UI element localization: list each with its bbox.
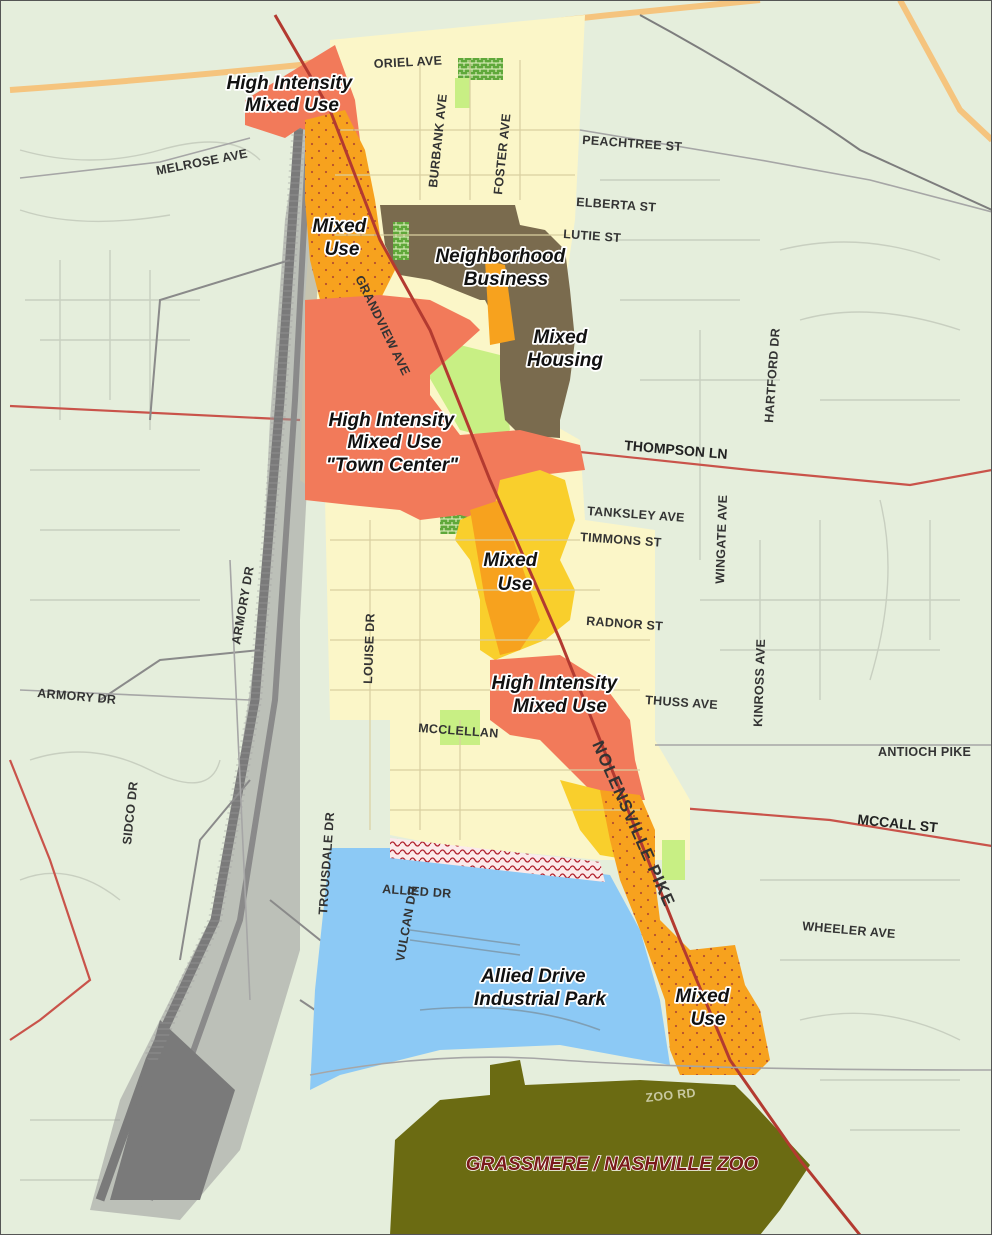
label-elberta-st: ELBERTA ST — [576, 195, 657, 215]
industrial-tracks — [409, 929, 601, 1031]
zone-label-himu-north-line2: Mixed Use — [245, 95, 339, 116]
zone-label-tc-line1: High Intensity — [329, 410, 456, 431]
zone-label-himu-south-line1: High Intensity — [492, 673, 619, 694]
park-oriel — [458, 58, 503, 80]
zone-label-mu-middle-line2: Use — [498, 574, 533, 595]
interstate — [639, 14, 992, 211]
open-space-4 — [662, 840, 685, 880]
label-hartford-dr: HARTFORD DR — [762, 327, 783, 423]
background-streets — [19, 141, 961, 1181]
mu-middle-orange — [470, 500, 540, 655]
zone-label-mu-north: Mixed Use — [312, 216, 371, 260]
zone-label-himu-north-line1: High Intensity — [227, 73, 354, 94]
zone-label-mu-middle-line1: Mixed — [483, 550, 537, 571]
open-space-1 — [455, 78, 470, 108]
label-wingate-ave: WINGATE AVE — [713, 494, 730, 584]
label-radnor-st: RADNOR ST — [586, 614, 664, 633]
industrial-park — [310, 848, 670, 1090]
corridor-streets — [330, 60, 650, 840]
zone-label-industrial-line1: Allied Drive — [480, 966, 586, 987]
label-timmons-st: TIMMONS ST — [580, 530, 662, 550]
label-lutie-st: LUTIE ST — [563, 227, 622, 245]
zoo-area — [390, 1060, 810, 1235]
label-antioch-pike: ANTIOCH PIKE — [878, 745, 971, 759]
arterial-roads — [8, 404, 992, 1041]
other-roads — [19, 129, 992, 1076]
zone-label-industrial: Allied Drive Industrial Park — [474, 966, 607, 1010]
zone-label-nb-line2: Business — [464, 269, 548, 290]
zone-label-tc-line2: Mixed Use — [347, 432, 441, 453]
zone-label-mu-south-line2: Use — [691, 1009, 726, 1030]
zone-label-mixed-housing: Mixed Housing — [527, 327, 603, 371]
zone-label-mu-south-line1: Mixed — [675, 986, 729, 1007]
wave-buffer — [390, 838, 605, 882]
zone-label-mu-middle: Mixed Use — [483, 550, 542, 595]
zone-label-nb-line1: Neighborhood — [435, 246, 565, 267]
label-thuss-ave: THUSS AVE — [645, 693, 719, 712]
zone-label-tc-line3: "Town Center" — [326, 455, 459, 476]
zone-label-himu-south: High Intensity Mixed Use — [492, 673, 623, 717]
label-allied-dr: ALLIED DR — [382, 882, 452, 901]
nolensville-pike-line — [273, 14, 862, 1235]
zone-label-himu-north: High Intensity Mixed Use — [227, 73, 358, 116]
zone-label-mu-north-line1: Mixed — [312, 216, 366, 237]
zone-label-town-center: High Intensity Mixed Use "Town Center" — [326, 410, 460, 476]
zone-label-mh-line2: Housing — [527, 350, 603, 371]
rail-yard — [90, 109, 521, 1220]
zone-label-mu-south: Mixed Use — [675, 986, 734, 1030]
label-louise-dr: LOUISE DR — [361, 613, 377, 684]
label-oriel-ave: ORIEL AVE — [373, 53, 442, 71]
zone-label-himu-south-line2: Mixed Use — [513, 696, 607, 717]
zone-label-zoo: GRASSMERE / NASHVILLE ZOO — [466, 1154, 759, 1175]
label-tanksley-ave: TANKSLEY AVE — [587, 504, 685, 525]
label-zoo-rd: ZOO RD — [645, 1086, 697, 1105]
label-mcclellan: MCCLELLAN — [418, 721, 499, 741]
label-armory-dr-horizontal: ARMORY DR — [37, 686, 117, 707]
zone-label-industrial-line2: Industrial Park — [474, 989, 607, 1010]
zone-label-mh-line1: Mixed — [533, 327, 587, 348]
zone-labels: High Intensity Mixed Use Mixed Use Neigh… — [225, 71, 759, 1176]
label-peachtree-st: PEACHTREE ST — [582, 133, 683, 154]
label-kinross-ave: KINROSS AVE — [751, 639, 768, 727]
zone-label-mu-north-line2: Use — [325, 239, 360, 260]
label-sidco-dr: SIDCO DR — [120, 781, 141, 846]
himu-south-area — [490, 655, 645, 800]
zone-label-neighborhood-business: Neighborhood Business — [435, 246, 570, 290]
park-lutie — [393, 222, 409, 260]
town-center-area — [305, 295, 585, 520]
